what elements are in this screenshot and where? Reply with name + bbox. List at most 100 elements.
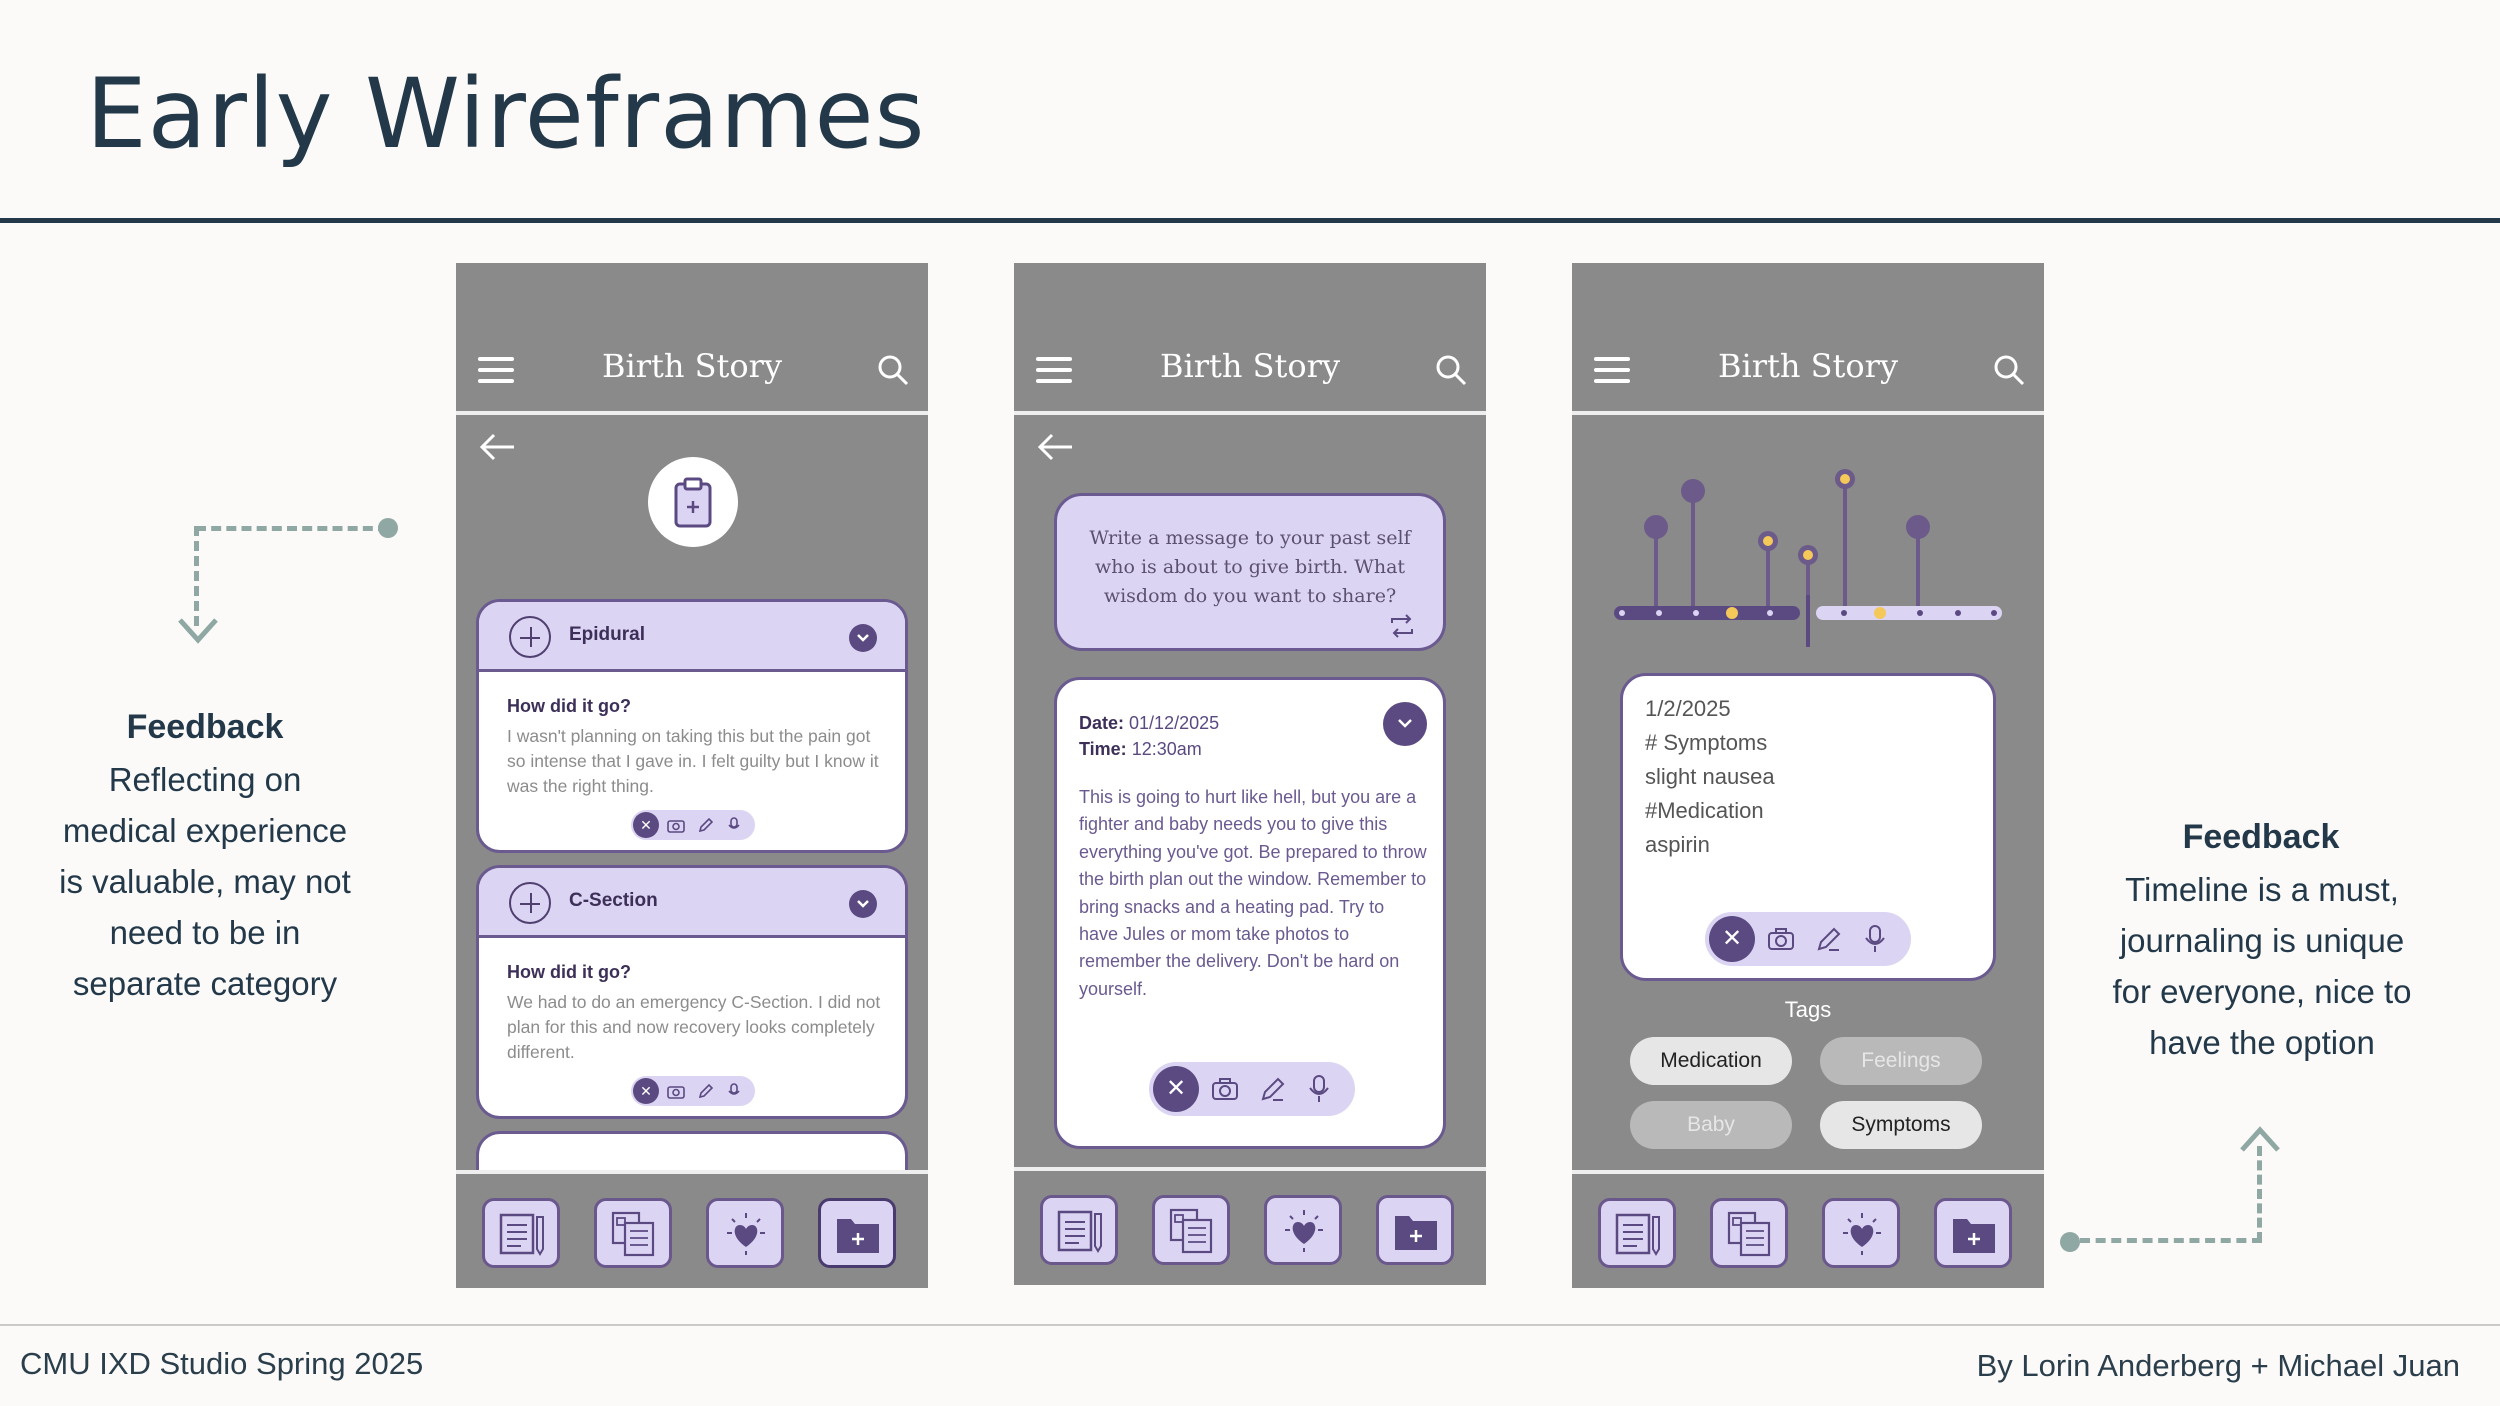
heart-icon — [1285, 1210, 1323, 1252]
nav-documents-button[interactable] — [1710, 1198, 1788, 1268]
arrow-down-icon — [178, 618, 218, 644]
bottom-nav — [1014, 1167, 1486, 1285]
close-icon[interactable]: ✕ — [1153, 1066, 1199, 1112]
category-card-epidural[interactable]: Epidural How did it go? I wasn't plannin… — [476, 599, 908, 853]
feedback-left-heading: Feedback — [126, 708, 284, 746]
tag-baby[interactable]: Baby — [1630, 1101, 1792, 1149]
microphone-icon[interactable] — [1307, 1074, 1331, 1104]
app-title: Birth Story — [1159, 347, 1341, 385]
journal-text: 1/2/2025 # Symptoms slight nausea #Medic… — [1645, 692, 1775, 862]
category-card-c-section[interactable]: C-Section How did it go? We had to do an… — [476, 865, 908, 1119]
nav-folder-button[interactable] — [1934, 1198, 2012, 1268]
add-entry-button[interactable] — [648, 457, 738, 547]
tag-medication[interactable]: Medication — [1630, 1037, 1792, 1085]
microphone-icon[interactable] — [727, 1083, 741, 1099]
clipboard-add-icon — [674, 477, 712, 528]
time-value: 12:30am — [1131, 739, 1202, 759]
card-header[interactable]: Epidural — [479, 602, 905, 672]
documents-icon — [1169, 1208, 1213, 1254]
card-answer: We had to do an emergency C-Section. I d… — [507, 992, 881, 1062]
nav-journal-button[interactable] — [482, 1198, 560, 1268]
slide-title: Early Wireframes — [86, 58, 926, 170]
card-header[interactable]: C-Section — [479, 868, 905, 938]
folder-add-icon — [837, 1219, 879, 1253]
tags-label: Tags — [1784, 997, 1832, 1022]
card-label: Epidural — [569, 624, 646, 645]
nav-folder-button[interactable] — [818, 1198, 896, 1268]
app-bar: Birth Story — [1014, 263, 1486, 415]
close-icon[interactable]: ✕ — [1709, 916, 1755, 962]
search-icon[interactable] — [1992, 353, 2026, 387]
mini-toolbar: ✕ — [631, 1076, 755, 1106]
nav-documents-button[interactable] — [594, 1198, 672, 1268]
message-card: Date: 01/12/2025 Time: 12:30am This is g… — [1054, 677, 1446, 1149]
close-icon[interactable]: ✕ — [633, 812, 659, 838]
feedback-left-body: Reflecting on medical experience is valu… — [30, 754, 380, 1009]
nav-journal-button[interactable] — [1040, 1195, 1118, 1265]
menu-icon[interactable] — [1036, 357, 1072, 383]
prompt-text: Write a message to your past self who is… — [1089, 527, 1411, 607]
feedback-line: for everyone, nice to — [2112, 973, 2412, 1010]
tag-symptoms[interactable]: Symptoms — [1820, 1101, 1982, 1149]
wireframe-screen-1: Birth Story Epidural How did it go? I wa… — [456, 263, 928, 1288]
date-value: 01/12/2025 — [1129, 713, 1220, 733]
message-body: This is going to hurt like hell, but you… — [1079, 787, 1427, 999]
nav-wellbeing-button[interactable] — [706, 1198, 784, 1268]
microphone-icon[interactable] — [727, 817, 741, 833]
footer-rule — [0, 1324, 2500, 1326]
camera-icon[interactable] — [667, 1083, 685, 1099]
journal-icon — [499, 1213, 544, 1256]
tag-feelings[interactable]: Feelings — [1820, 1037, 1982, 1085]
documents-icon — [1727, 1211, 1771, 1257]
pencil-icon[interactable] — [697, 1083, 715, 1099]
card-label: C-Section — [569, 890, 658, 911]
nav-folder-button[interactable] — [1376, 1195, 1454, 1265]
feedback-right-body: Timeline is a must, journaling is unique… — [2070, 864, 2454, 1068]
feedback-line: Reflecting on — [108, 761, 302, 798]
menu-icon[interactable] — [1594, 357, 1630, 383]
entry-toolbar: ✕ — [1705, 912, 1911, 966]
chevron-down-icon[interactable] — [1383, 702, 1427, 746]
plus-circle-icon[interactable] — [509, 616, 551, 658]
feedback-line: separate category — [72, 965, 338, 1002]
timeline-graphic[interactable] — [1572, 463, 2044, 663]
pencil-icon[interactable] — [697, 817, 715, 833]
nav-journal-button[interactable] — [1598, 1198, 1676, 1268]
wireframe-screen-3: Birth Story 1/2/2025 # Symptoms slight n… — [1572, 263, 2044, 1288]
camera-icon[interactable] — [1211, 1077, 1239, 1101]
camera-icon[interactable] — [667, 817, 685, 833]
card-answer: I wasn't planning on taking this but the… — [507, 726, 879, 796]
documents-icon — [611, 1211, 655, 1257]
date-label: Date: — [1079, 713, 1125, 733]
feedback-line: need to be in — [109, 914, 301, 951]
chevron-down-icon[interactable] — [849, 624, 877, 652]
title-rule — [0, 218, 2500, 223]
folder-add-icon — [1953, 1219, 1995, 1253]
nav-wellbeing-button[interactable] — [1264, 1195, 1342, 1265]
back-arrow-icon[interactable] — [478, 433, 516, 461]
back-arrow-icon[interactable] — [1036, 433, 1074, 461]
search-icon[interactable] — [876, 353, 910, 387]
wireframe-screen-2: Birth Story Write a message to your past… — [1014, 263, 1486, 1285]
nav-documents-button[interactable] — [1152, 1195, 1230, 1265]
feedback-line: medical experience — [62, 812, 348, 849]
feedback-line: is valuable, may not — [59, 863, 351, 900]
feedback-right-heading: Feedback — [2182, 818, 2340, 856]
close-icon[interactable]: ✕ — [633, 1078, 659, 1104]
camera-icon[interactable] — [1767, 927, 1795, 951]
journal-icon — [1615, 1213, 1660, 1256]
pencil-icon[interactable] — [1259, 1075, 1287, 1103]
footer-course: CMU IXD Studio Spring 2025 — [20, 1346, 424, 1381]
search-icon[interactable] — [1434, 353, 1468, 387]
nav-wellbeing-button[interactable] — [1822, 1198, 1900, 1268]
refresh-icon[interactable] — [1389, 614, 1415, 638]
arrow-up-icon — [2240, 1126, 2280, 1152]
pencil-icon[interactable] — [1815, 925, 1843, 953]
chevron-down-icon[interactable] — [849, 890, 877, 918]
journal-entry-card: 1/2/2025 # Symptoms slight nausea #Medic… — [1620, 673, 1996, 981]
microphone-icon[interactable] — [1863, 924, 1887, 954]
entry-meta: Date: 01/12/2025 Time: 12:30am — [1079, 710, 1219, 762]
mini-toolbar: ✕ — [631, 810, 755, 840]
plus-circle-icon[interactable] — [509, 882, 551, 924]
menu-icon[interactable] — [478, 357, 514, 383]
